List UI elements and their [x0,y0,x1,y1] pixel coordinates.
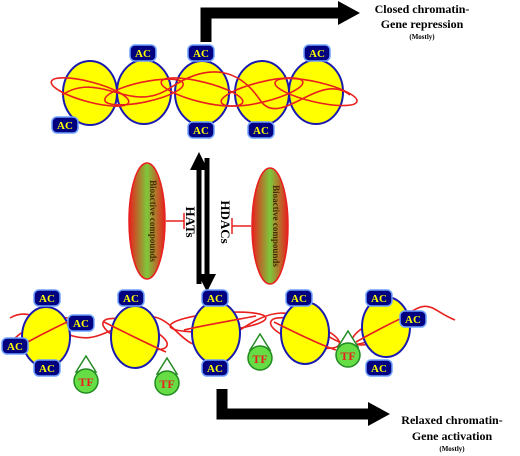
nucleosome [234,60,290,126]
ac-tag: AC [201,359,229,377]
nucleosome [280,301,330,365]
ac-tag: AC [399,310,427,328]
svg-text:AC: AC [123,293,139,305]
nucleosome [21,306,71,368]
transcription-factor: TF [247,332,273,371]
ac-tag: AC [187,44,215,62]
svg-text:Bioactive compounds: Bioactive compounds [148,180,158,262]
nucleosome [174,60,230,126]
hdacs-down-arrow [198,158,216,292]
bottom-mostly-note: (Mostly) [439,445,465,453]
ac-tag: AC [187,121,215,139]
dna-strand [50,71,358,110]
inhibition-line-right [231,218,251,234]
svg-text:AC: AC [405,314,421,326]
ac-tag: AC [285,289,313,307]
svg-text:TF: TF [340,349,355,363]
relaxed-chromatin-label: Relaxed chromatin- [401,413,502,427]
svg-text:AC: AC [135,48,151,60]
ac-tag: AC [129,44,157,62]
svg-text:AC: AC [207,363,223,375]
svg-text:TF: TF [78,375,93,389]
svg-text:AC: AC [193,125,209,137]
svg-text:AC: AC [309,48,325,60]
svg-text:AC: AC [57,120,73,132]
svg-text:TF: TF [252,352,267,366]
ac-tag: AC [117,289,145,307]
ac-tag: AC [303,44,331,62]
ac-tag: AC [51,116,79,134]
svg-text:AC: AC [7,341,23,353]
hats-label: HATs [183,206,198,237]
svg-text:AC: AC [207,293,223,305]
svg-text:TF: TF [159,377,174,391]
ac-tag: AC [201,289,229,307]
closed-chromatin-arrow [200,1,360,42]
ac-tag: AC [365,289,393,307]
ac-tag: AC [67,314,95,332]
closed-chromatin-label: Closed chromatin- [375,2,470,16]
svg-text:AC: AC [371,363,387,375]
svg-text:Bioactive compounds: Bioactive compounds [271,185,281,267]
hats-up-arrow [190,152,208,284]
transcription-factor: TF [335,329,361,368]
ac-tag: AC [33,289,61,307]
transcription-factor: TF [154,356,180,396]
gene-activation-label: Gene activation [412,429,493,443]
ac-tag: AC [1,337,29,355]
top-mostly-note: (Mostly) [409,33,435,41]
svg-text:AC: AC [371,293,387,305]
svg-text:AC: AC [73,318,89,330]
transcription-factor: TF [73,354,99,394]
hdacs-label: HDACs [218,200,233,243]
nucleosome [191,301,241,365]
svg-text:AC: AC [253,125,269,137]
ac-tag: AC [365,359,393,377]
gene-repression-label: Gene repression [381,17,464,31]
inhibition-line-left [166,213,185,229]
bioactive-compounds-right: Bioactive compounds [251,167,289,285]
svg-text:AC: AC [291,293,307,305]
closed-nucleosome-row: AC AC AC AC AC AC [50,44,358,139]
relaxed-nucleosome-row: AC AC AC AC AC AC AC AC [1,289,456,396]
ac-tag: AC [33,359,61,377]
bioactive-compounds-left: Bioactive compounds [128,162,166,280]
ac-tag: AC [247,121,275,139]
nucleosome [62,60,118,126]
svg-text:AC: AC [39,293,55,305]
relaxed-chromatin-arrow [216,389,390,426]
svg-text:AC: AC [39,363,55,375]
svg-text:AC: AC [193,48,209,60]
